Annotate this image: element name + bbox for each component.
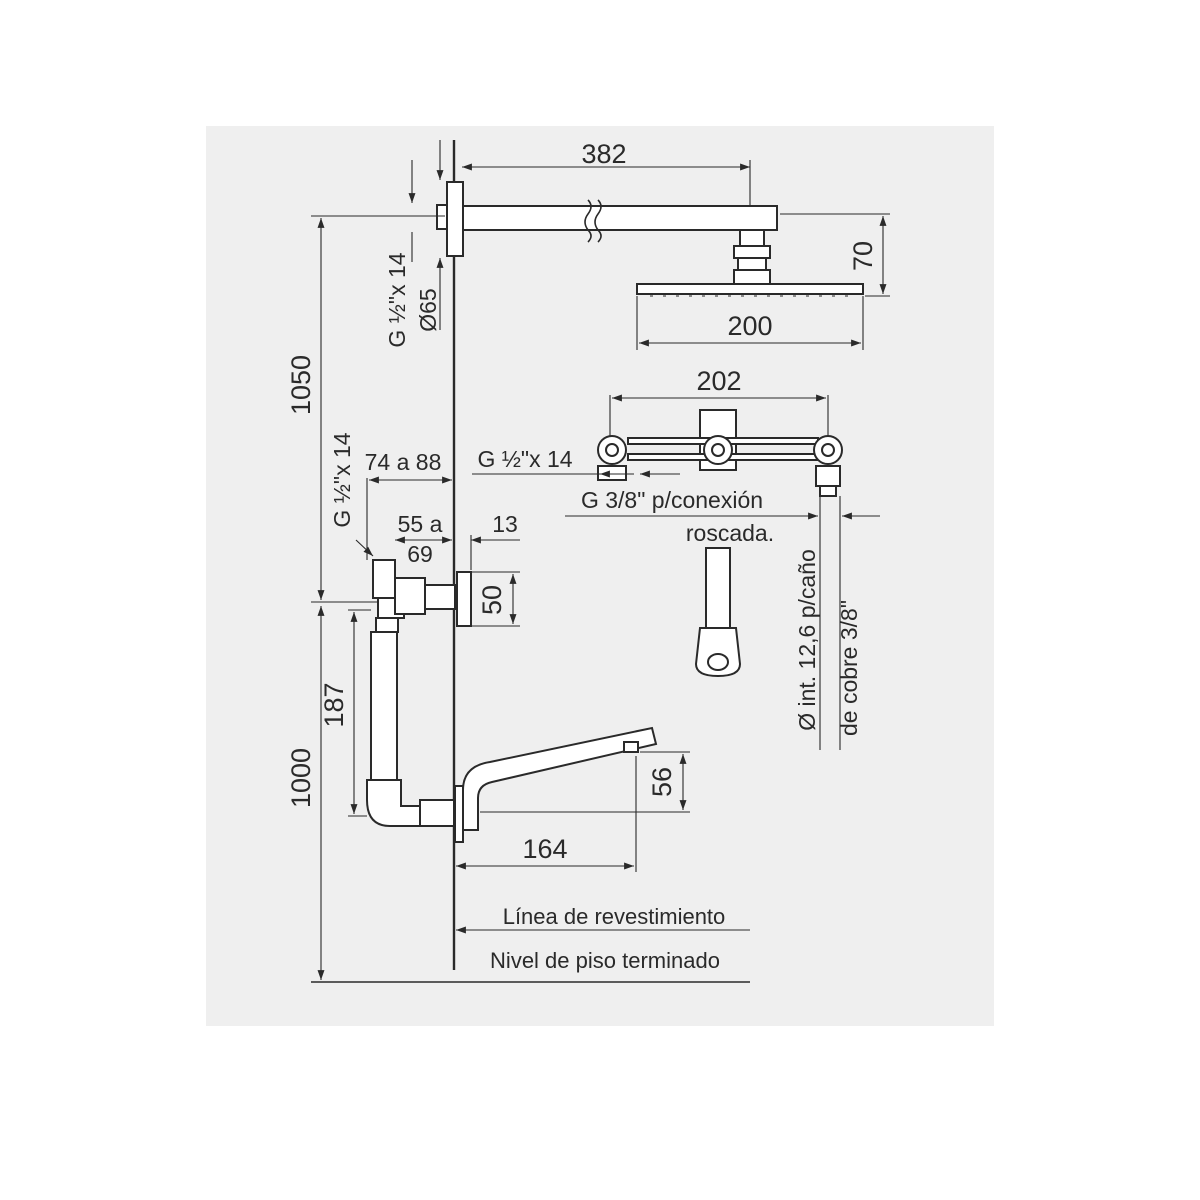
valve-body-detail: [597, 409, 843, 678]
dim-202-label: 202: [696, 366, 741, 396]
drawing-background: [206, 126, 994, 1026]
pipe-note-line-1: Ø int. 12,6 p/caño: [794, 549, 820, 731]
mixer-valve-assembly: [366, 559, 658, 843]
mixer-thread-label: G ½"x 14: [329, 432, 355, 527]
shower-arm-assembly: [436, 181, 864, 297]
dim-69-label: 69: [407, 541, 433, 567]
finish-line-label: Línea de revestimiento: [503, 904, 726, 929]
dim-50-label: 50: [477, 585, 507, 615]
dim-200-label: 200: [727, 311, 772, 341]
dim-70-label: 70: [848, 241, 878, 271]
dim-56-label: 56: [647, 767, 677, 797]
dim-1050-label: 1050: [286, 355, 316, 415]
floor-level-label: Nivel de piso terminado: [490, 948, 720, 973]
flange-diameter-label: Ø65: [415, 288, 441, 331]
valve-inlet-thread-label: G ½"x 14: [477, 446, 572, 472]
dim-74-88-label: 74 a 88: [365, 449, 442, 475]
arm-thread-label: G ½"x 14: [384, 252, 410, 347]
valve-outlet-thread-label-2: roscada.: [686, 520, 774, 546]
dim-55-label: 55 a: [398, 511, 443, 537]
dim-13-label: 13: [492, 511, 518, 537]
dim-1000-label: 1000: [286, 748, 316, 808]
dim-382-label: 382: [581, 139, 626, 169]
valve-outlet-thread-label: G 3/8" p/conexión: [581, 487, 763, 513]
pipe-note-line-2: de cobre 3/8": [836, 600, 862, 736]
dim-164-label: 164: [522, 834, 567, 864]
dim-187-label: 187: [319, 682, 349, 727]
